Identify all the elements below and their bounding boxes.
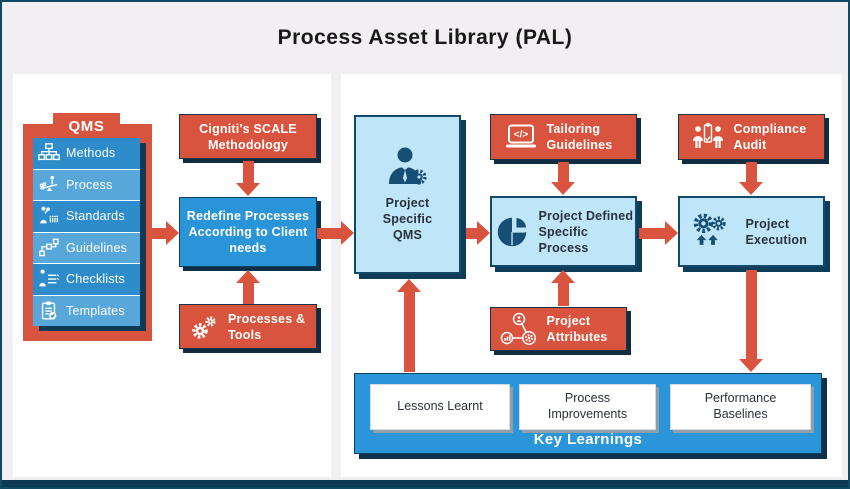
arrow-redefine-to-psqms: [317, 221, 354, 245]
list-item-guidelines: Guidelines: [33, 232, 140, 264]
laptop-code-icon: </>: [505, 124, 536, 148]
project-execution-label: Project Execution: [745, 216, 808, 247]
list-item-templates: Templates: [33, 295, 140, 326]
list-item-process: Process: [33, 169, 140, 201]
key-learnings-label: Key Learnings: [533, 431, 643, 448]
project-execution-box: Project Execution: [678, 196, 825, 267]
list-item-standards: Standards: [33, 201, 140, 233]
arrow-tailoring-to-defined: [551, 162, 575, 195]
tailoring-guidelines-label: Tailoring Guidelines: [546, 122, 613, 152]
project-defined-box: Project Defined Specific Process: [490, 196, 637, 267]
arrow-psqms-to-defined: [466, 221, 490, 245]
lessons-learnt-box: Lessons Learnt: [370, 384, 510, 430]
arrow-defined-to-execution: [639, 221, 678, 245]
redefine-processes-label: Redefine Processes According to Client n…: [186, 209, 310, 255]
gears-up-icon: [693, 213, 726, 245]
project-specific-qms-box: Project Specific QMS: [354, 115, 461, 274]
tailoring-guidelines-box: </> Tailoring Guidelines: [490, 114, 637, 160]
list-item-methods: Methods: [33, 138, 140, 170]
list-item-label: Checklists: [66, 272, 125, 287]
qms-label: QMS: [68, 117, 105, 135]
people-audit-icon: [692, 122, 723, 148]
arrow-tools-to-redefine: [236, 270, 260, 304]
list-item-label: Methods: [66, 146, 116, 161]
pie-chart-icon: [497, 216, 527, 246]
qms-list: Methods Process Standards: [33, 138, 140, 326]
list-item-label: Templates: [66, 303, 125, 318]
sitemap-icon: [38, 143, 60, 161]
processes-tools-box: Processes & Tools: [179, 304, 317, 349]
gears-icon: [192, 315, 216, 339]
project-attributes-box: Project Attributes: [490, 307, 627, 351]
list-item-label: Standards: [66, 209, 125, 224]
bottom-border-bar: [2, 480, 848, 487]
template-icon: [41, 301, 57, 320]
list-item-checklists: Checklists: [33, 264, 140, 296]
key-learnings-bar: Lessons Learnt Process Improvements Perf…: [354, 373, 822, 454]
page-title: Process Asset Library (PAL): [277, 26, 573, 49]
attributes-network-icon: [500, 312, 536, 345]
arrow-scale-to-redefine: [236, 161, 260, 196]
list-item-label: Process: [66, 177, 113, 192]
project-attributes-label: Project Attributes: [546, 314, 608, 344]
checklist-icon: [39, 269, 60, 287]
arrow-learnings-to-psqms: [397, 279, 421, 372]
workflow-icon: [39, 238, 59, 257]
balance-icon: [39, 175, 58, 191]
scale-methodology-box: Cigniti's SCALE Methodology: [179, 114, 317, 159]
arrow-execution-to-learnings: [739, 270, 763, 372]
project-specific-qms-label: Project Specific QMS: [382, 196, 433, 242]
performance-baselines-box: Performance Baselines: [670, 384, 811, 430]
qms-header: QMS: [53, 113, 120, 139]
performance-baselines-label: Performance Baselines: [704, 391, 777, 421]
code-glyph: </>: [513, 130, 528, 141]
process-improvements-label: Process Improvements: [547, 391, 628, 421]
arrow-attributes-to-defined: [551, 270, 575, 306]
lessons-learnt-label: Lessons Learnt: [397, 399, 483, 414]
arrow-compliance-to-execution: [739, 162, 763, 195]
processes-tools-label: Processes & Tools: [228, 311, 306, 342]
compliance-audit-box: Compliance Audit: [678, 114, 825, 160]
standards-icon: [40, 206, 59, 224]
list-item-label: Guidelines: [66, 240, 128, 255]
redefine-processes-box: Redefine Processes According to Client n…: [179, 197, 317, 267]
process-improvements-box: Process Improvements: [519, 384, 656, 430]
arrow-qms-to-redefine: [151, 221, 179, 245]
project-defined-label: Project Defined Specific Process: [538, 208, 634, 255]
compliance-audit-label: Compliance Audit: [733, 122, 807, 152]
person-gear-icon: [388, 147, 427, 185]
scale-methodology-label: Cigniti's SCALE Methodology: [199, 121, 297, 152]
